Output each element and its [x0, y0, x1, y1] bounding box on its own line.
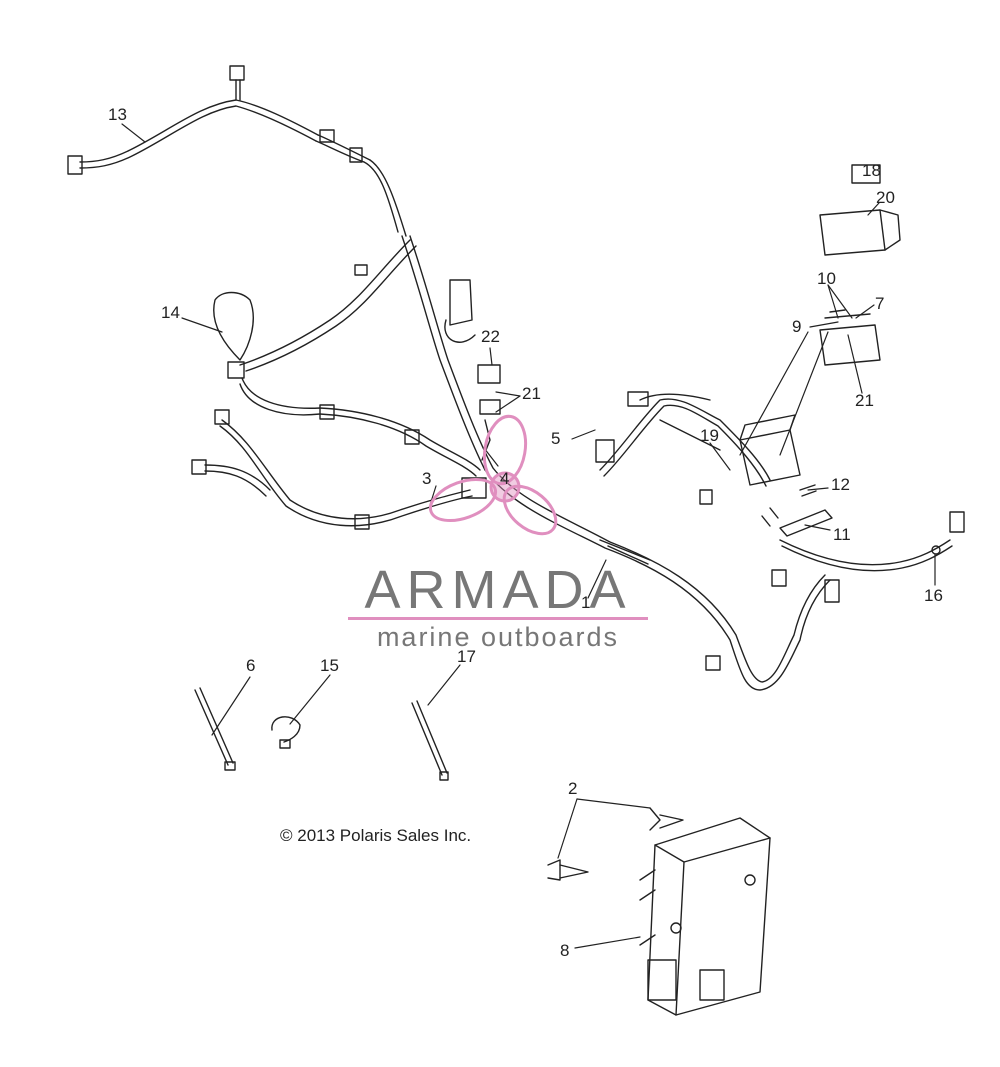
callout-17: 17 — [457, 647, 476, 666]
callout-3: 3 — [422, 469, 432, 488]
callout-7: 7 — [875, 294, 885, 313]
callout-8: 8 — [560, 941, 570, 960]
callout-13: 13 — [108, 105, 127, 124]
bracket-and-screws — [761, 484, 833, 537]
callout-19: 19 — [700, 426, 719, 445]
callout-15: 15 — [320, 656, 339, 675]
callout-2: 2 — [568, 779, 578, 798]
ecu-module — [639, 817, 771, 1016]
callout-9: 9 — [792, 317, 802, 336]
left-branches — [191, 239, 481, 530]
callout-10: 10 — [817, 269, 836, 288]
callout-16: 16 — [924, 586, 943, 605]
cable-tie-17 — [411, 700, 449, 781]
upper-branch — [67, 65, 363, 175]
cable-tie-6 — [194, 687, 236, 771]
callout-12: 12 — [831, 475, 850, 494]
callout-22: 22 — [481, 327, 500, 346]
callout-21-right: 21 — [855, 391, 874, 410]
callout-18: 18 — [862, 161, 881, 180]
armada-logo-mark — [428, 414, 558, 536]
right-branches — [595, 391, 965, 671]
callout-5: 5 — [551, 429, 561, 448]
callout-4: 4 — [500, 469, 510, 488]
watermark-tagline: marine outboards — [376, 622, 620, 652]
copyright-notice: © 2013 Polaris Sales Inc. — [280, 826, 472, 845]
callout-6: 6 — [246, 656, 256, 675]
callout-1: 1 — [581, 593, 591, 612]
push-rivets — [547, 807, 684, 881]
callout-11: 11 — [833, 525, 851, 544]
watermark-divider — [348, 617, 648, 620]
callout-21-left: 21 — [522, 384, 541, 403]
main-harness — [315, 134, 831, 691]
callout-20: 20 — [876, 188, 895, 207]
clip-15 — [271, 716, 301, 749]
fuse-box — [819, 164, 901, 366]
leader-lines — [121, 123, 936, 949]
callout-14: 14 — [161, 303, 180, 322]
watermark-brand-name: ARMADA — [364, 560, 632, 620]
